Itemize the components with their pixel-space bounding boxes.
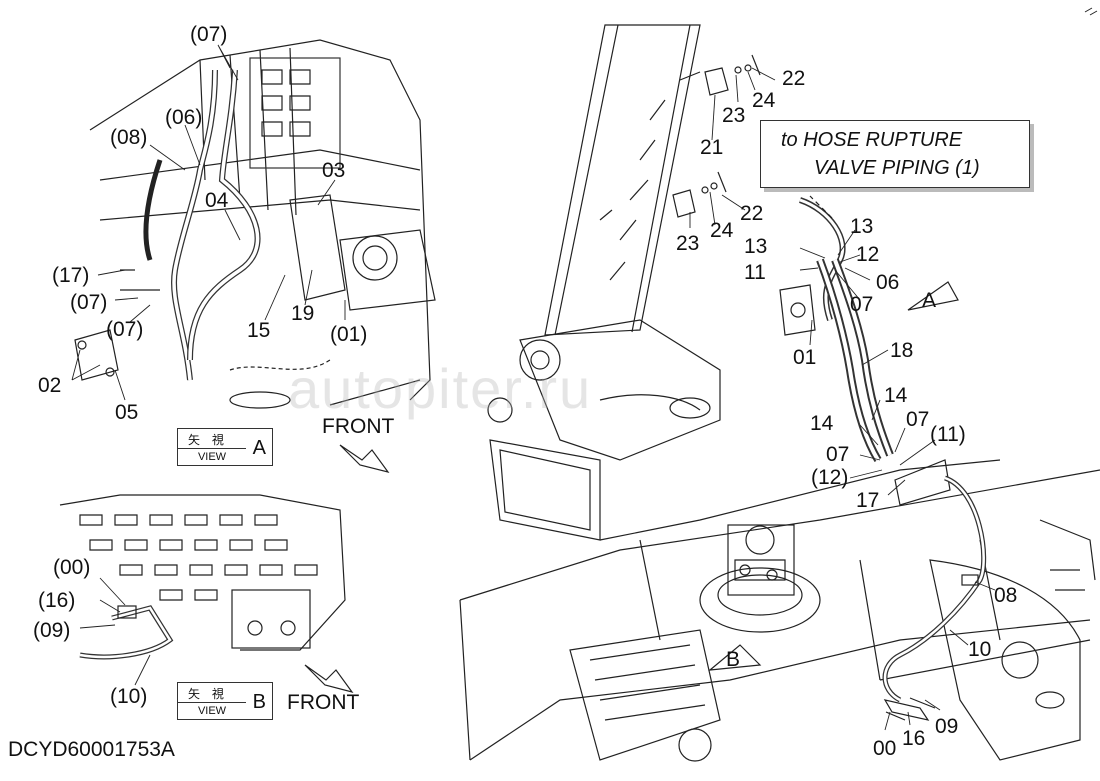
callout-label: 22 xyxy=(782,67,806,90)
view-b-text: VIEW xyxy=(178,702,246,719)
callout-label: 07 xyxy=(826,443,850,466)
callout-label: 00 xyxy=(873,737,897,760)
callout-label: 07 xyxy=(850,293,874,316)
callout-label: 02 xyxy=(38,374,62,397)
document-id: DCYD60001753A xyxy=(8,738,175,761)
view-b-box: 矢 視 VIEW B xyxy=(177,682,273,720)
callout-label: (00) xyxy=(53,556,91,579)
callout-label: 21 xyxy=(700,136,724,159)
hose-rupture-callout: to HOSE RUPTURE VALVE PIPING (1) xyxy=(760,120,1030,188)
callout-label: (01) xyxy=(330,323,368,346)
callout-label: 10 xyxy=(968,638,992,661)
view-b-letter: B xyxy=(252,691,266,713)
callout-label: 23 xyxy=(722,104,746,127)
view-marker-a-letter: A xyxy=(922,289,937,312)
front-arrow-b xyxy=(304,664,354,694)
view-b-leaders xyxy=(79,577,151,686)
view-marker-b-triangle xyxy=(708,644,762,671)
view-b-drawing xyxy=(59,494,346,660)
callout-label: (17) xyxy=(52,264,90,287)
callout-label: 17 xyxy=(856,489,880,512)
callout-label: (09) xyxy=(33,619,71,642)
callout-label: 05 xyxy=(115,401,139,424)
callout-label: (07) xyxy=(106,318,144,341)
front-label-a: FRONT xyxy=(322,415,395,438)
view-a-kanji: 矢 視 xyxy=(188,433,228,447)
callout-line-1: to HOSE RUPTURE xyxy=(781,129,963,151)
callout-label: 15 xyxy=(247,319,271,342)
view-b-kanji: 矢 視 xyxy=(188,687,228,701)
front-label-b: FRONT xyxy=(287,691,360,714)
view-a-text: VIEW xyxy=(178,448,246,465)
callout-label: 13 xyxy=(744,235,768,258)
callout-label: 11 xyxy=(744,261,766,284)
main-leaders xyxy=(689,67,996,731)
view-a-leaders xyxy=(71,44,346,401)
callout-label: 12 xyxy=(856,243,880,266)
callout-label: 16 xyxy=(902,727,926,750)
view-a-drawing xyxy=(74,39,436,409)
callout-label: 03 xyxy=(322,159,346,182)
watermark: autopiter.ru xyxy=(288,357,593,420)
view-marker-b-letter: B xyxy=(726,648,741,671)
callout-label: 19 xyxy=(291,302,315,325)
callout-label: 09 xyxy=(935,715,959,738)
callout-label: (07) xyxy=(190,23,228,46)
view-a-box: 矢 視 VIEW A xyxy=(177,428,273,466)
callout-line-2: VALVE PIPING (1) xyxy=(814,157,980,179)
callout-label: 24 xyxy=(752,89,776,112)
front-arrow-a xyxy=(339,444,390,473)
callout-label: (12) xyxy=(811,466,849,489)
callout-label: 07 xyxy=(906,408,930,431)
callout-label: 14 xyxy=(884,384,908,407)
view-marker-a-triangle xyxy=(907,281,959,311)
callout-label: 23 xyxy=(676,232,700,255)
callout-label: 01 xyxy=(793,346,817,369)
callout-label: 13 xyxy=(850,215,874,238)
callout-label: 14 xyxy=(810,412,834,435)
main-drawing xyxy=(459,24,1100,762)
callout-label: (06) xyxy=(165,106,203,129)
callout-label: (11) xyxy=(930,423,966,446)
callout-label: 22 xyxy=(740,202,764,225)
callout-label: 06 xyxy=(876,271,900,294)
corner-mark xyxy=(1084,7,1098,16)
callout-label: (16) xyxy=(38,589,76,612)
callout-label: 04 xyxy=(205,189,229,212)
callout-label: 18 xyxy=(890,339,914,362)
callout-label: 08 xyxy=(994,584,1018,607)
callout-label: (08) xyxy=(110,126,148,149)
callout-label: (10) xyxy=(110,685,148,708)
view-a-letter: A xyxy=(252,437,266,459)
callout-label: (07) xyxy=(70,291,108,314)
callout-label: 24 xyxy=(710,219,734,242)
